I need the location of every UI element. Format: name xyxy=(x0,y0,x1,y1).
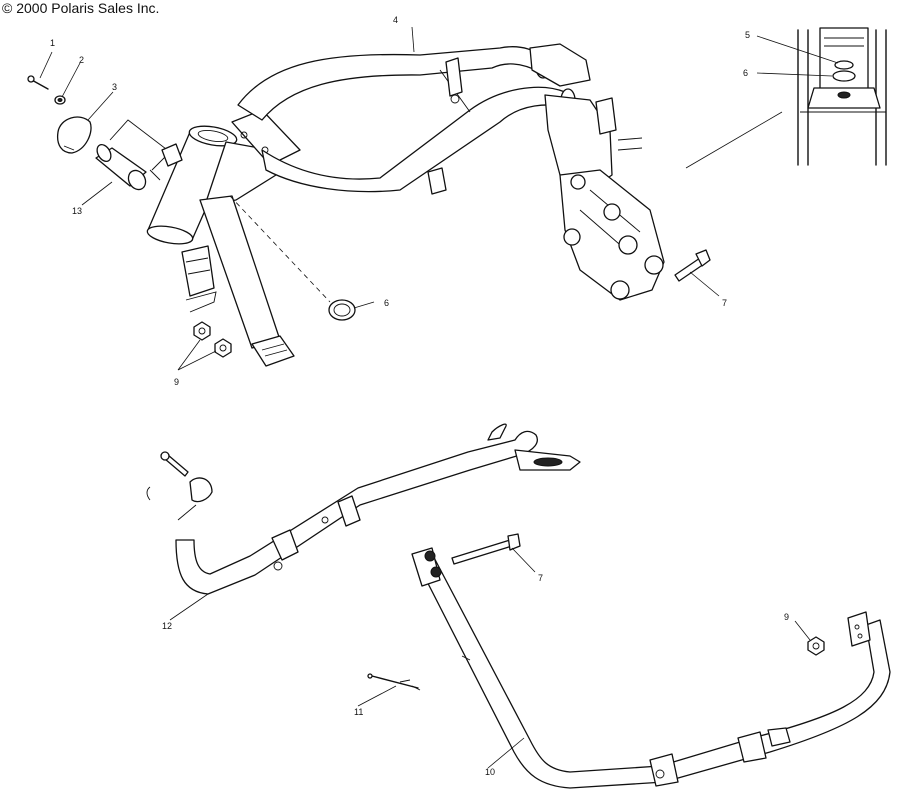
callout-11: 11 xyxy=(354,707,363,717)
pin-part-11 xyxy=(367,673,421,691)
callout-9a: 9 xyxy=(174,377,179,387)
callout-5: 5 xyxy=(745,30,750,40)
small-parts-group xyxy=(27,75,183,191)
main-frame xyxy=(146,43,665,367)
grommet-part xyxy=(229,195,356,321)
callout-7a: 7 xyxy=(722,298,727,308)
bolt-part-upper xyxy=(674,249,711,282)
inset-detail xyxy=(797,27,887,166)
front-tube-12 xyxy=(146,423,581,595)
leader-lines xyxy=(39,26,839,769)
callout-1: 1 xyxy=(50,38,55,48)
callout-13: 13 xyxy=(72,206,82,216)
callout-3: 3 xyxy=(112,82,117,92)
callout-12: 12 xyxy=(162,621,172,631)
copyright-notice: © 2000 Polaris Sales Inc. xyxy=(2,0,160,16)
nut-parts-upper xyxy=(193,321,232,358)
callout-7b: 7 xyxy=(538,573,543,583)
callout-4: 4 xyxy=(393,15,398,25)
callout-labels: 1 2 3 4 5 6 6 7 7 9 9 10 11 12 13 xyxy=(50,15,789,777)
callout-9b: 9 xyxy=(784,612,789,622)
callout-6b: 6 xyxy=(384,298,389,308)
callout-2: 2 xyxy=(79,55,84,65)
callout-10: 10 xyxy=(485,767,495,777)
callout-6a: 6 xyxy=(743,68,748,78)
lower-tube-10 xyxy=(411,533,891,789)
